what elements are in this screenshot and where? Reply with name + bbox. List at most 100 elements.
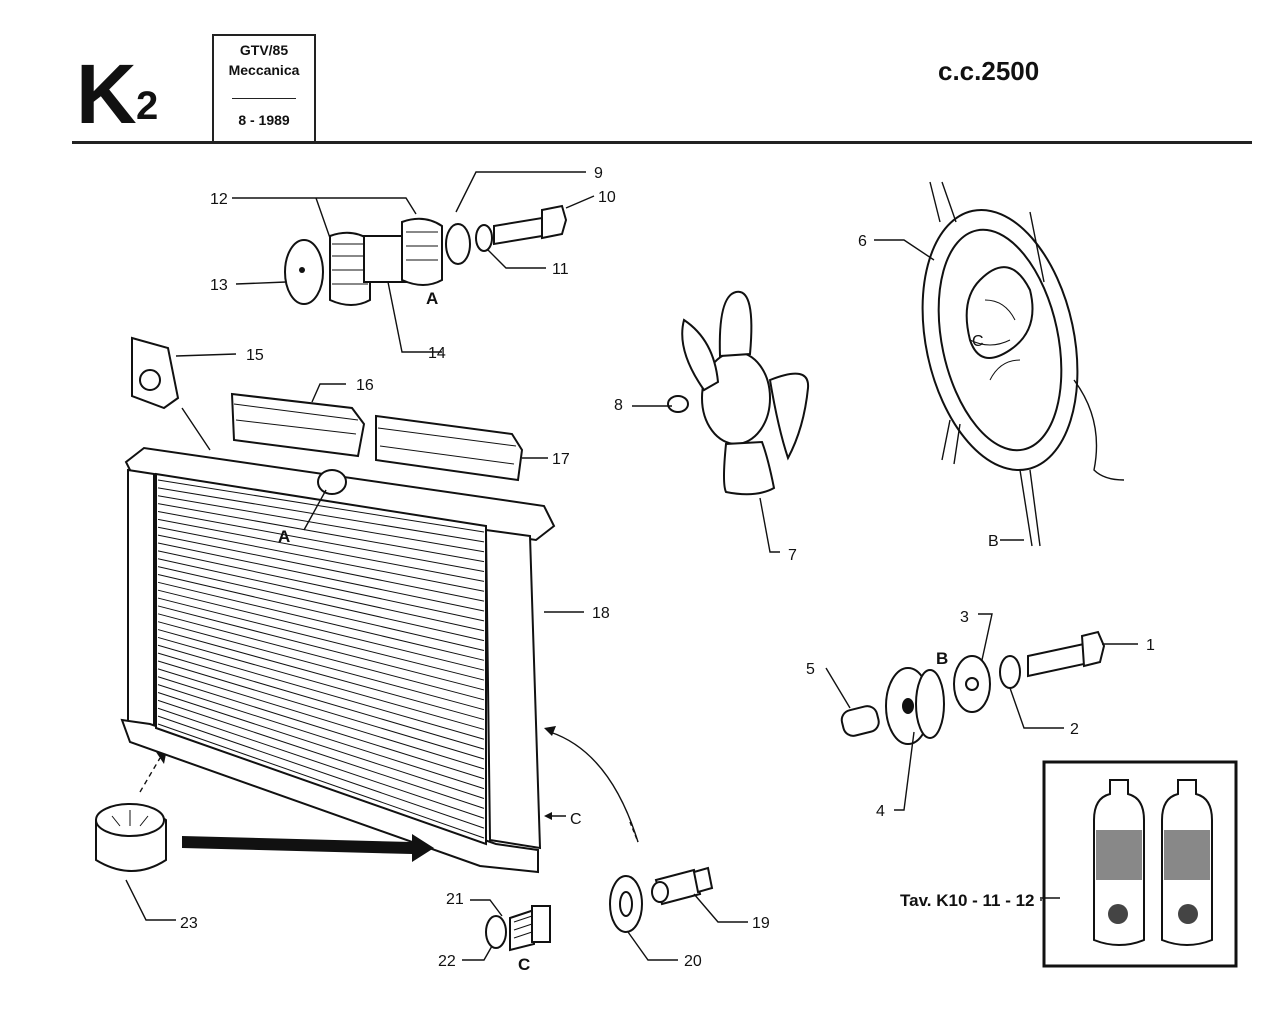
header-rule: [72, 141, 1252, 144]
bottom-parts: [95, 726, 714, 952]
radiator-fin: [157, 699, 485, 809]
part-5-sleeve: [840, 705, 880, 737]
fan-shroud: [921, 181, 1125, 547]
radiator-left-side: [127, 468, 155, 734]
sheet-number: 2: [136, 84, 159, 128]
callout-numbers: 1 2 3 4 5 6 7 8 9 10 11 12 13 14 15 16 1…: [180, 165, 1155, 970]
date-label: 8 - 1989: [238, 112, 290, 128]
radiator-fin: [157, 652, 485, 750]
detail-a-top: A: [426, 289, 438, 308]
part-11-washer: [475, 224, 493, 252]
radiator-fin: [157, 550, 485, 622]
radiator-fin: [157, 597, 485, 681]
callout-10: 10: [598, 189, 616, 206]
radiator-fin: [157, 503, 485, 563]
radiator-filler-neck: [317, 469, 347, 495]
detail-b-mount: B: [936, 649, 948, 668]
callout-12: 12: [210, 191, 228, 208]
radiator-fin: [157, 644, 485, 740]
part-9-washer: [445, 223, 471, 265]
radiator-right-tank: [484, 528, 542, 850]
part-12-grommet-right: [401, 217, 443, 286]
callout-5: 5: [806, 661, 815, 678]
callout-19: 19: [752, 915, 770, 932]
radiator-fin: [157, 526, 485, 592]
radiator-fin: [157, 573, 485, 651]
callout-11: 11: [552, 261, 569, 278]
radiator-fin: [157, 510, 485, 572]
header-info-box: GTV/85 Meccanica 8 - 1989: [212, 34, 316, 142]
leader-lines: [125, 171, 1138, 961]
radiator-fin: [157, 660, 485, 760]
detail-c-plug: C: [518, 955, 530, 974]
fan: [667, 290, 810, 496]
radiator-fin: [157, 668, 485, 770]
radiator-fin: [157, 487, 485, 543]
callout-17: 17: [552, 451, 570, 468]
radiator-fin: [157, 636, 485, 730]
callout-7: 7: [788, 547, 797, 564]
callout-3: 3: [960, 609, 969, 626]
reference-tables: Tav. K10 - 11 - 12: [900, 891, 1035, 910]
part-12-grommet-left: [329, 231, 371, 306]
bottle-label-right: [1164, 830, 1210, 880]
callout-21: 21: [446, 891, 464, 908]
radiator-fin: [157, 676, 485, 780]
callout-1: 1: [1146, 637, 1155, 654]
part-2-washer: [999, 655, 1021, 689]
detail-a-radiator: A: [278, 527, 290, 546]
callout-14: 14: [428, 345, 446, 362]
detail-b-fan: B: [988, 533, 999, 550]
callout-9: 9: [594, 165, 603, 182]
detail-c-fan-hub: C: [972, 333, 984, 350]
fan-blade-bottom: [723, 440, 776, 496]
part-10-bolt-shank: [493, 216, 543, 246]
radiator-fin: [157, 518, 485, 582]
radiator-fin: [157, 621, 485, 711]
callout-8: 8: [614, 397, 623, 414]
fan-mount-assembly: [840, 630, 1106, 745]
radiator-fin: [157, 629, 485, 721]
part-10-bolt-head: [541, 204, 568, 240]
callout-18: 18: [592, 605, 610, 622]
part-21-plug-shank: [509, 908, 535, 952]
part-1-bolt-shank: [1027, 642, 1085, 678]
part-21-plug-head: [531, 905, 551, 943]
fan-blade-left: [681, 318, 720, 392]
radiator-fin: [157, 605, 485, 691]
detail-c-side: C: [570, 811, 582, 828]
part-1-bolt-head: [1080, 630, 1106, 668]
detail-letters: A A B B C C C: [278, 289, 999, 974]
radiator-fin: [157, 715, 485, 829]
coolant-reference-box: [1042, 760, 1238, 968]
box-divider: [232, 98, 296, 99]
radiator-fin: [157, 707, 485, 819]
callout-2: 2: [1070, 721, 1079, 738]
fan-blades: [965, 266, 1034, 359]
radiator-fin: [157, 479, 485, 533]
radiator-fin: [157, 589, 485, 671]
radiator: [120, 446, 556, 874]
top-mounts: [131, 336, 524, 482]
arrow-to-radiator: [182, 834, 434, 862]
sheet-letter: K: [76, 47, 137, 141]
callout-23: 23: [180, 915, 198, 932]
part-22-washer: [485, 915, 507, 949]
radiator-fin: [157, 542, 485, 612]
section-label: Meccanica: [228, 62, 300, 78]
model-label: GTV/85: [239, 42, 289, 58]
bottle-label-left: [1096, 830, 1142, 880]
bracket-assembly: [284, 204, 568, 306]
engine-displacement: c.c.2500: [938, 56, 1040, 86]
callout-6: 6: [858, 233, 867, 250]
radiator-fin: [157, 495, 485, 553]
callout-13: 13: [210, 277, 228, 294]
fan-blade-right: [768, 372, 810, 461]
radiator-fin: [157, 684, 485, 790]
radiator-fin: [157, 534, 485, 602]
callout-20: 20: [684, 953, 702, 970]
callout-15: 15: [246, 347, 264, 364]
radiator-fin: [157, 566, 485, 642]
radiator-fin: [157, 558, 485, 632]
